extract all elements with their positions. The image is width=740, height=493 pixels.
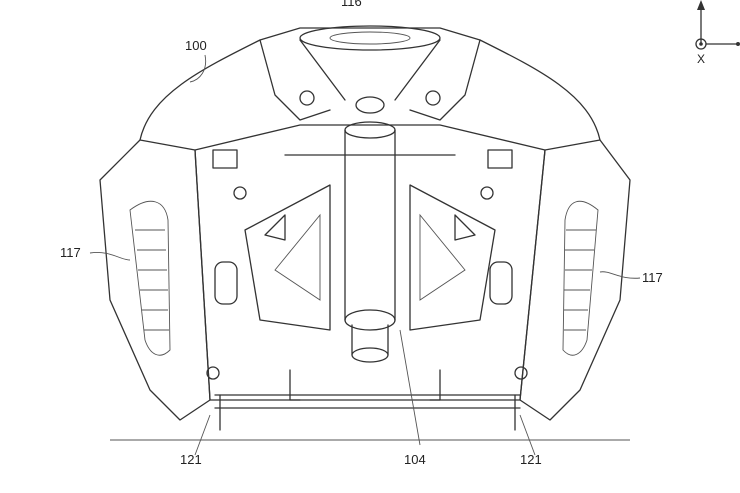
- leader-lines: [89, 54, 641, 456]
- ref-121-right: 121: [520, 452, 542, 467]
- left-side-panel: [99, 139, 211, 421]
- lower-crossbar: [214, 394, 521, 409]
- filler-cap: [299, 25, 441, 51]
- steering-shaft: [344, 129, 396, 321]
- ref-100: 100: [185, 38, 207, 53]
- right-side-panel: [519, 139, 631, 421]
- ref-116: 116: [341, 0, 362, 9]
- axis-x-label: X: [697, 52, 706, 66]
- ref-117-left: 117: [60, 245, 81, 260]
- upper-shroud: [259, 39, 481, 121]
- ref-104: 104: [404, 452, 426, 467]
- arrow-up-icon: [697, 0, 705, 10]
- grille-mesh: [135, 229, 596, 331]
- ref-117-right: 117: [642, 270, 663, 285]
- right-grille: [562, 200, 599, 356]
- left-grille: [129, 200, 171, 356]
- v-bracket: [244, 184, 496, 331]
- axis-indicator: [695, 0, 740, 50]
- ref-121-left: 121: [180, 452, 202, 467]
- inner-frame: [194, 124, 546, 401]
- body-outline: [139, 27, 601, 141]
